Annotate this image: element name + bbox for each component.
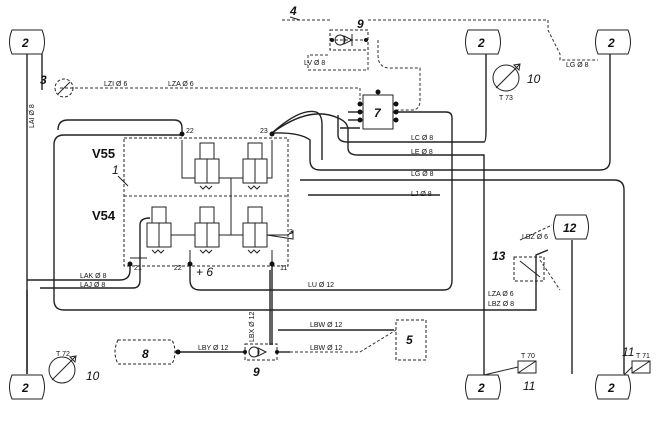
- port-22-top: 22: [186, 128, 194, 135]
- leveling-valve-7: 7: [357, 89, 399, 130]
- sensor-t70: T 70 11: [483, 353, 537, 393]
- callout-5: 5: [406, 333, 413, 347]
- callout-10: 10: [86, 369, 100, 383]
- port-3: 3: [289, 229, 293, 236]
- pipe-label-lak: LAK Ø 8: [80, 273, 107, 280]
- pipe-label-lbw-1: LBW Ø 12: [310, 322, 342, 329]
- solenoid-valve-v55-right: [242, 142, 268, 190]
- pipe-label-lj: LJ Ø 8: [411, 191, 432, 198]
- callout-2: 2: [21, 36, 29, 50]
- callout-1: 1: [112, 163, 119, 177]
- callout-2: 2: [21, 381, 29, 395]
- pipe-label-lbx: LBX Ø 12: [249, 312, 256, 342]
- callout-11: 11: [523, 379, 535, 393]
- pipe-label-lu: LU Ø 12: [308, 282, 334, 289]
- air-spring-12: 12: [553, 214, 589, 240]
- pipe-label-lzi: LZI Ø 6: [104, 81, 127, 88]
- solenoid-valve-v54-mid: [194, 206, 220, 254]
- pipe-label-lza-bottom: LZA Ø 6: [488, 291, 514, 298]
- pipe-label-laj: LAJ Ø 8: [80, 282, 105, 289]
- valve-label-v55: V55: [92, 146, 115, 161]
- callout-13: 13: [492, 249, 506, 263]
- air-spring-bottom-mid: 2: [465, 374, 501, 400]
- callout-6: + 6: [196, 265, 213, 279]
- pressure-gauge-t73: T 73 10: [492, 63, 541, 102]
- callout-2: 2: [607, 36, 615, 50]
- valve-label-v54: V54: [92, 208, 116, 223]
- callout-8: 8: [142, 347, 149, 361]
- valve-5: 5: [395, 319, 427, 361]
- callout-2: 2: [607, 381, 615, 395]
- callout-9: 9: [253, 365, 260, 379]
- callout-9: 9: [357, 17, 364, 31]
- pipe-label-lbz-bottom: LBZ Ø 8: [488, 301, 514, 308]
- callout-11: 11: [622, 345, 634, 359]
- pipe-label-lg-right: LG Ø 8: [566, 62, 589, 69]
- pressure-sensor-3: 3: [40, 73, 74, 98]
- callout-4: 4: [289, 4, 297, 18]
- air-spring-top-right: 2: [595, 29, 631, 55]
- pipe-label-lg: LG Ø 8: [411, 171, 434, 178]
- pipe-label-lbz-top: LBZ Ø 6: [522, 234, 548, 241]
- pipe-label-lc: LC Ø 8: [411, 135, 433, 142]
- check-valve-9-top: 9: [329, 17, 369, 51]
- pipe-label-lza-top: LZA Ø 6: [168, 81, 194, 88]
- sensor-t71-label: T 71: [636, 353, 650, 360]
- callout-7: 7: [374, 106, 382, 120]
- solenoid-valve-v55-left: [194, 142, 220, 190]
- port-21: 21: [134, 265, 142, 272]
- pipe-label-lai: LAI Ø 8: [29, 104, 36, 128]
- air-spring-bottom-left: 2: [9, 374, 45, 400]
- pipe-label-le: LE Ø 8: [411, 149, 433, 156]
- sensor-t72: T 72: [56, 351, 70, 358]
- callout-10: 10: [527, 72, 541, 86]
- sensor-t71: T 71 11: [622, 345, 651, 376]
- check-valve-9-bottom: 9: [243, 343, 279, 379]
- callout-3: 3: [40, 73, 47, 87]
- valve-13: 13: [492, 249, 545, 282]
- callout-2: 2: [477, 36, 485, 50]
- callout-12: 12: [563, 221, 577, 235]
- callout-2: 2: [477, 381, 485, 395]
- solenoid-valve-v54-left: [146, 206, 172, 254]
- sensor-t70-label: T 70: [521, 353, 535, 360]
- pipe-label-lbw-2: LBW Ø 12: [310, 345, 342, 352]
- solenoid-valve-v54-right: [242, 206, 294, 254]
- air-spring-top-mid: 2: [465, 29, 501, 55]
- sensor-t73: T 73: [499, 95, 513, 102]
- port-23: 23: [260, 128, 268, 135]
- air-spring-bottom-right: 2: [595, 374, 631, 400]
- pressure-gauge-t72: T 72 10: [48, 351, 100, 384]
- tank-8: 8: [114, 339, 181, 365]
- pipe-label-lv: LV Ø 8: [304, 60, 325, 67]
- air-spring-top-left: 2: [9, 29, 45, 55]
- port-22-bottom: 22: [174, 265, 182, 272]
- pipe-label-lby: LBY Ø 12: [198, 345, 228, 352]
- valve-block: V55 V54 1: [92, 137, 289, 267]
- port-11: 11: [280, 265, 287, 272]
